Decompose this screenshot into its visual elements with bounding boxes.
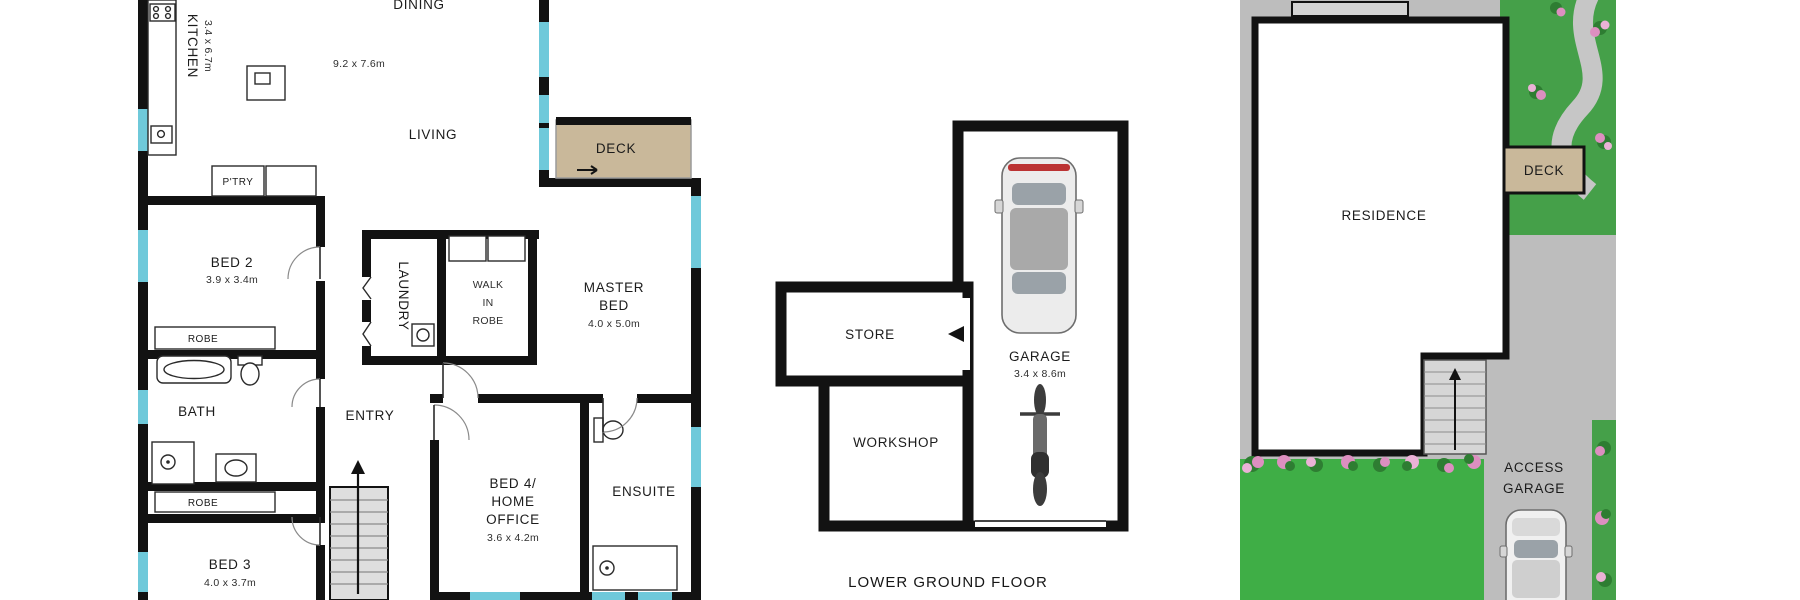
lower-ground-caption: LOWER GROUND FLOOR (848, 574, 1048, 591)
porch (1291, 1, 1409, 17)
flower-bush-icon (1464, 454, 1481, 469)
garage-dim: 3.4 x 8.6m (1014, 368, 1066, 380)
shower-icon (151, 441, 195, 485)
flower-bush-icon (1596, 572, 1612, 587)
bed4-dim: 3.6 x 4.2m (487, 532, 539, 544)
pantry-label: P'TRY (223, 177, 254, 188)
laundry-fixtures (362, 276, 435, 347)
upper-deck: DECK (555, 117, 692, 179)
bed3-label: BED 3 (209, 557, 252, 572)
bathtub-icon (156, 355, 232, 384)
flower-bush-icon (1595, 509, 1611, 525)
louvre-door-icon (362, 321, 372, 347)
robe1-closet: ROBE (154, 326, 276, 350)
flower-bush-icon (1590, 20, 1610, 37)
kitchen-fixtures (147, 0, 286, 156)
upper-walls (138, 0, 701, 600)
flower-bush-icon (1341, 455, 1358, 471)
bed2-label: BED 2 (211, 255, 254, 270)
ensuite-toilet-icon (593, 417, 624, 443)
residence-label: RESIDENCE (1341, 208, 1426, 223)
workshop-room (818, 375, 974, 532)
bed4-line3: OFFICE (486, 512, 540, 527)
site-labels: RESIDENCE ACCESS GARAGE (1341, 208, 1565, 496)
access-garage-line1: ACCESS (1504, 460, 1564, 475)
upper-floor-plan: DECK P'TRY (138, 0, 701, 600)
living-label: LIVING (409, 127, 457, 142)
deck-entry-arrow (577, 165, 598, 175)
site-stairs (1423, 359, 1487, 455)
car-icon (994, 157, 1084, 334)
ensuite-label: ENSUITE (612, 484, 675, 499)
ensuite-fixtures (592, 417, 678, 591)
bath-fixtures (151, 355, 263, 485)
door-arcs (287, 246, 638, 546)
site-plan: DECK (1240, 0, 1616, 600)
wir-line2: IN (482, 297, 493, 309)
flower-bush-icon (1595, 441, 1611, 456)
flower-bush-icon (1437, 458, 1454, 473)
lower-ground-plan: STORE WORKSHOP GARAGE 3.4 x 8.6m LOWER G… (775, 120, 1129, 591)
stove-icon (149, 3, 176, 22)
site-deck: DECK (1502, 145, 1586, 195)
residence-outline (1251, 16, 1510, 457)
robe1-label: ROBE (188, 334, 218, 345)
dining-label: DINING (393, 0, 444, 12)
bed2-dim: 3.9 x 3.4m (206, 274, 258, 286)
upper-windows (138, 22, 701, 600)
lawn (1240, 454, 1484, 600)
bed4-line2: HOME (491, 494, 534, 509)
flower-bush-icon (1306, 457, 1323, 472)
ensuite-shower-icon (592, 545, 678, 591)
upper-labels: KITCHEN 3.4 x 6.7m DINING 9.2 x 7.6m LIV… (178, 0, 675, 589)
living-dim: 9.2 x 7.6m (333, 58, 385, 70)
store-label: STORE (845, 327, 895, 342)
flower-bush-icon (1595, 133, 1612, 150)
site-car-icon (1499, 509, 1573, 600)
site-deck-label: DECK (1524, 163, 1564, 178)
laundry-label: LAUNDRY (396, 261, 411, 330)
flower-bush-icon (1373, 457, 1390, 472)
access-garage-line2: GARAGE (1503, 481, 1565, 496)
flower-bush-icon (1528, 84, 1546, 100)
flower-bush-icon (1242, 456, 1264, 473)
washer-icon (411, 323, 435, 347)
wir-line1: WALK (473, 279, 504, 291)
master-dim: 4.0 x 5.0m (588, 318, 640, 330)
vanity-icon (215, 453, 257, 483)
upper-stairs (329, 460, 389, 600)
wir-closets (448, 235, 526, 262)
workshop-label: WORKSHOP (853, 435, 939, 450)
kitchen-label: KITCHEN (185, 14, 200, 78)
toilet-icon (237, 355, 263, 386)
robe2-label: ROBE (188, 498, 218, 509)
garage-label: GARAGE (1009, 349, 1071, 364)
lower-labels: STORE WORKSHOP GARAGE 3.4 x 8.6m LOWER G… (845, 327, 1071, 591)
flower-bush-icon (1277, 455, 1295, 471)
pantry: P'TRY (211, 165, 317, 197)
kitchen-dim: 3.4 x 6.7m (202, 20, 214, 72)
bed3-dim: 4.0 x 3.7m (204, 577, 256, 589)
robe2-closet: ROBE (154, 491, 276, 513)
flower-row (1242, 454, 1481, 473)
deck-label: DECK (596, 141, 636, 156)
bed4-line1: BED 4/ (490, 476, 537, 491)
store-entry-arrow (948, 326, 964, 342)
flower-bush-icon (1550, 2, 1566, 17)
master-line2: BED (599, 298, 629, 313)
master-line1: MASTER (584, 280, 644, 295)
louvre-door-icon (362, 276, 372, 300)
flower-bush-icon (1402, 455, 1419, 471)
bath-label: BATH (178, 404, 216, 419)
garden-top (1500, 0, 1616, 235)
wir-line3: ROBE (473, 315, 504, 327)
motorcycle-icon (1020, 384, 1060, 506)
kitchen-sink-icon (150, 125, 173, 144)
entry-label: ENTRY (345, 408, 394, 423)
garden-right-strip (1592, 420, 1616, 600)
island-bench-icon (246, 65, 286, 101)
